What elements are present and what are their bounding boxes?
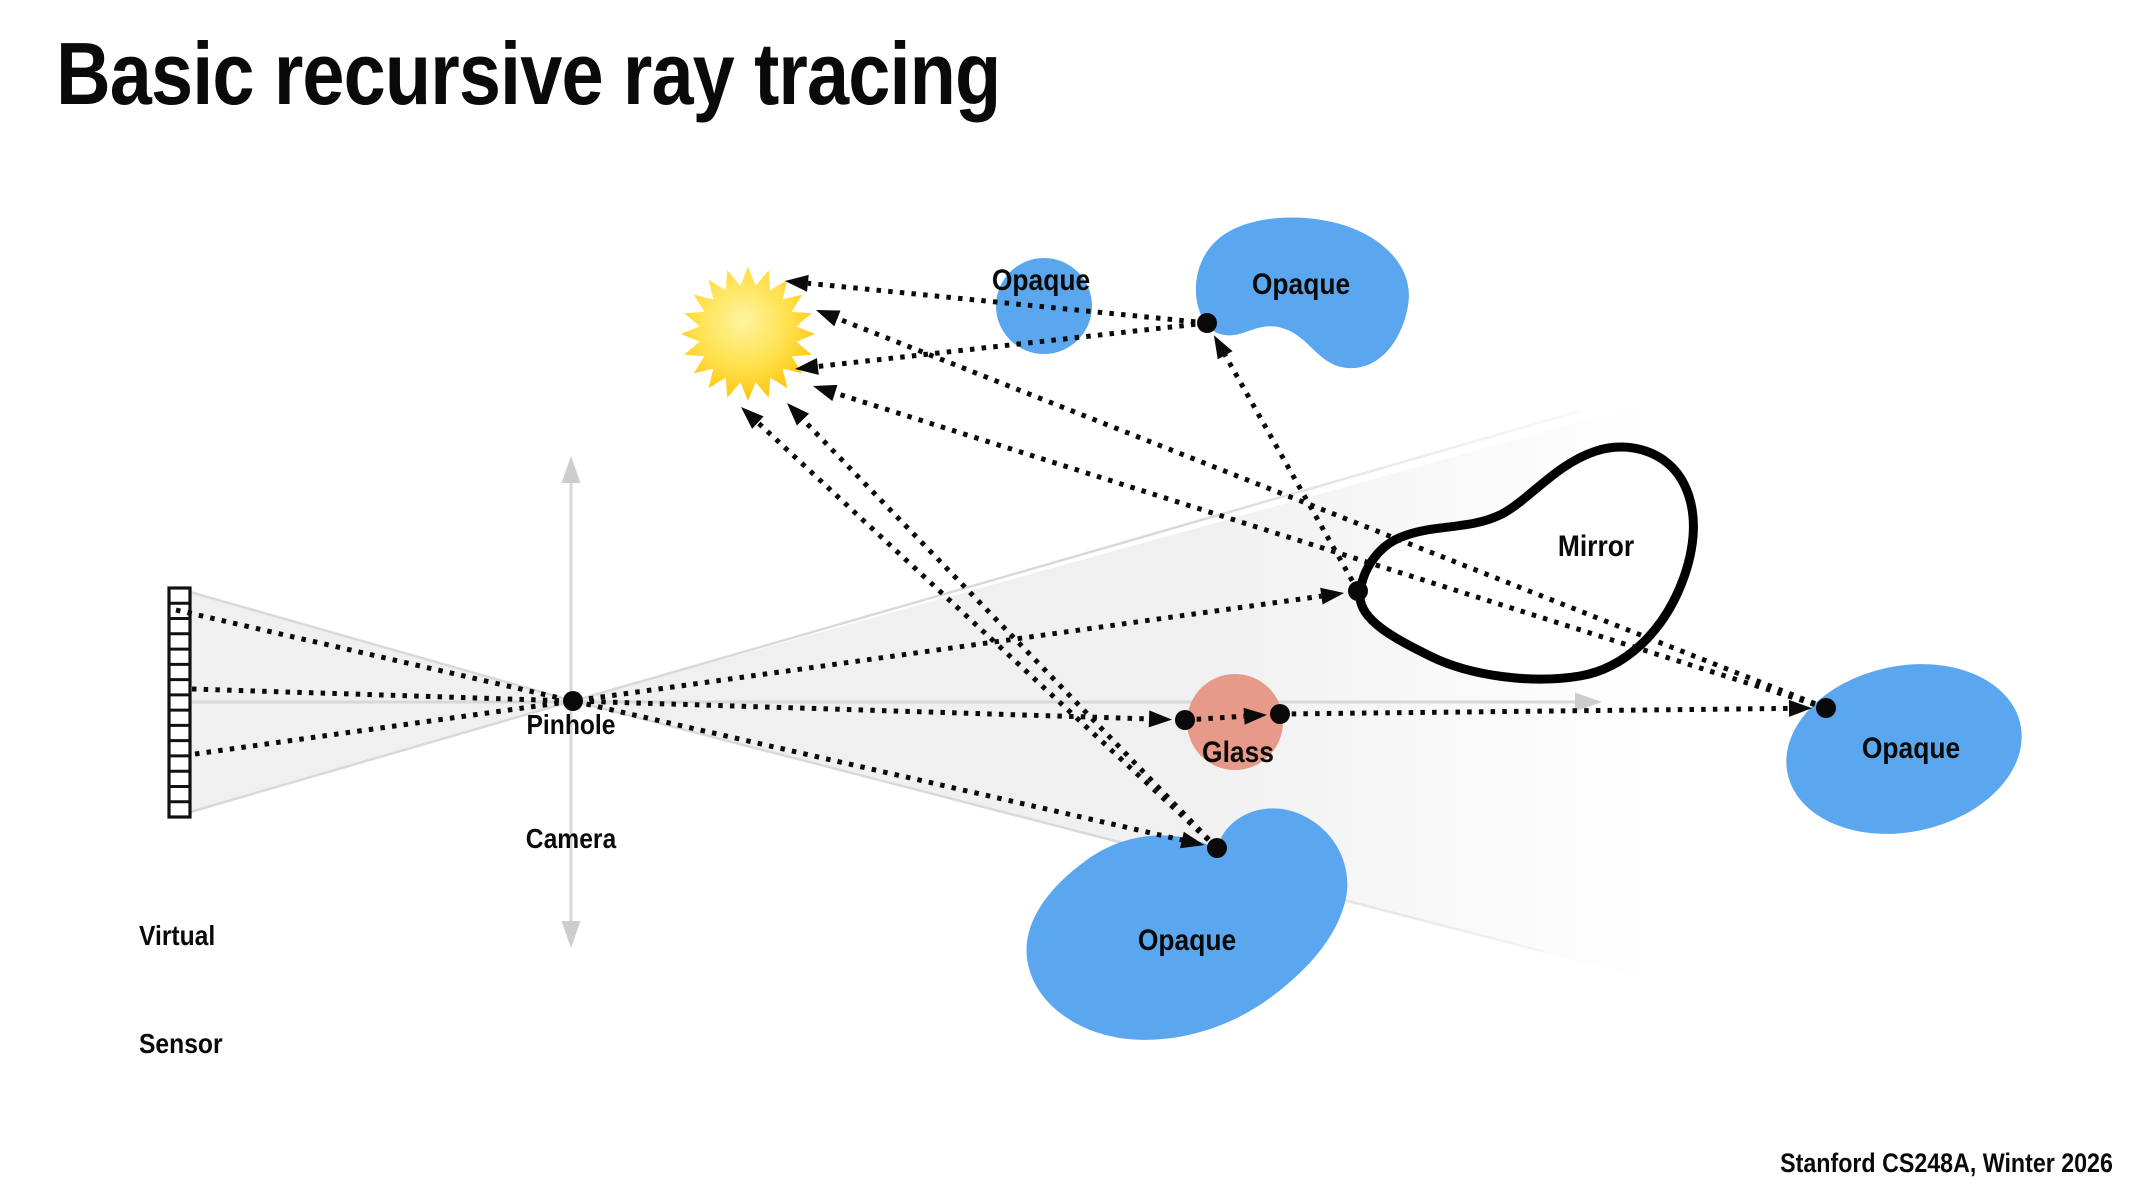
- label-pinhole-line1: Pinhole: [526, 709, 616, 740]
- hit-point-right-blob: [1816, 698, 1836, 718]
- label-sensor-line1: Virtual: [139, 920, 216, 951]
- shadow-ray-rightblob-to-sun-upper: [836, 316, 1827, 711]
- opaque-blob-right: [1786, 664, 2022, 834]
- mirror-reflection-ray: [1222, 354, 1361, 593]
- label-opaque-bottom-blob: Opaque: [1137, 924, 1237, 957]
- shadow-ray-rightblob-to-sun-lower: [834, 390, 1827, 711]
- hit-point-glass-entry: [1175, 710, 1195, 730]
- frustum-right-top-edge: [572, 409, 1581, 703]
- virtual-sensor-strip: [167, 586, 192, 819]
- shadow-ray-rightblob-to-sun-lower-arrowhead: [813, 384, 838, 402]
- shadow-ray-topblob-to-sun-upper-arrowhead: [785, 274, 809, 292]
- sun-light: [681, 267, 815, 401]
- label-opaque-top-blob: Opaque: [1251, 268, 1351, 301]
- optical-axis-arrowhead: [1575, 692, 1602, 712]
- label-glass: Glass: [1202, 736, 1274, 769]
- camera-ray-to-glass-arrowhead: [1148, 710, 1173, 728]
- refraction-ray-inside-glass: [1184, 713, 1245, 723]
- camera-ray-to-diffuse-blob-arrowhead: [1180, 831, 1205, 849]
- label-pinhole-camera: Pinhole Camera: [526, 630, 616, 934]
- lens-axis-up-arrowhead: [561, 456, 581, 483]
- label-opaque-small-blob: Opaque: [991, 264, 1091, 297]
- refraction-ray-inside-glass-arrowhead: [1243, 707, 1268, 725]
- shadow-ray-rightblob-to-sun-upper-arrowhead: [816, 310, 841, 327]
- label-pinhole-line2: Camera: [525, 823, 617, 854]
- hit-point-top-blob: [1197, 313, 1217, 333]
- frustum-right-bottom-edge: [572, 699, 1546, 954]
- mirror-reflection-ray-arrowhead: [1213, 335, 1233, 360]
- shadow-ray-bottomblob-to-sun-left-arrowhead: [741, 407, 764, 429]
- opaque-blob-bottom: [1026, 808, 1348, 1040]
- shadow-ray-topblob-to-sun-upper: [807, 280, 1208, 326]
- transmitted-ray-to-right-blob-arrowhead: [1788, 699, 1813, 717]
- slide-title: Basic recursive ray tracing: [56, 24, 1001, 123]
- shadow-ray-bottomblob-to-sun-right-arrowhead: [787, 403, 810, 426]
- shadow-ray-topblob-to-sun-lower-arrowhead: [795, 358, 819, 375]
- transmitted-ray-to-right-blob: [1279, 705, 1790, 717]
- mirror-blob: [1355, 442, 1698, 684]
- label-opaque-right-blob: Opaque: [1861, 732, 1961, 765]
- label-virtual-sensor: Virtual Sensor: [139, 846, 223, 1134]
- label-sensor-line2: Sensor: [139, 1028, 223, 1059]
- camera-ray-to-mirror-arrowhead: [1320, 587, 1345, 605]
- opaque-blob-top: [1195, 217, 1409, 369]
- hit-point-mirror: [1348, 581, 1368, 601]
- slide-footer-credit: Stanford CS248A, Winter 2026: [1780, 1148, 2113, 1178]
- label-mirror: Mirror: [1557, 530, 1635, 563]
- hit-point-glass-exit: [1270, 704, 1290, 724]
- hit-point-bottom-blob: [1207, 838, 1227, 858]
- lens-axis-down-arrowhead: [561, 921, 581, 948]
- glass-sphere: [1187, 674, 1283, 770]
- pinhole-aperture-point: [563, 691, 583, 711]
